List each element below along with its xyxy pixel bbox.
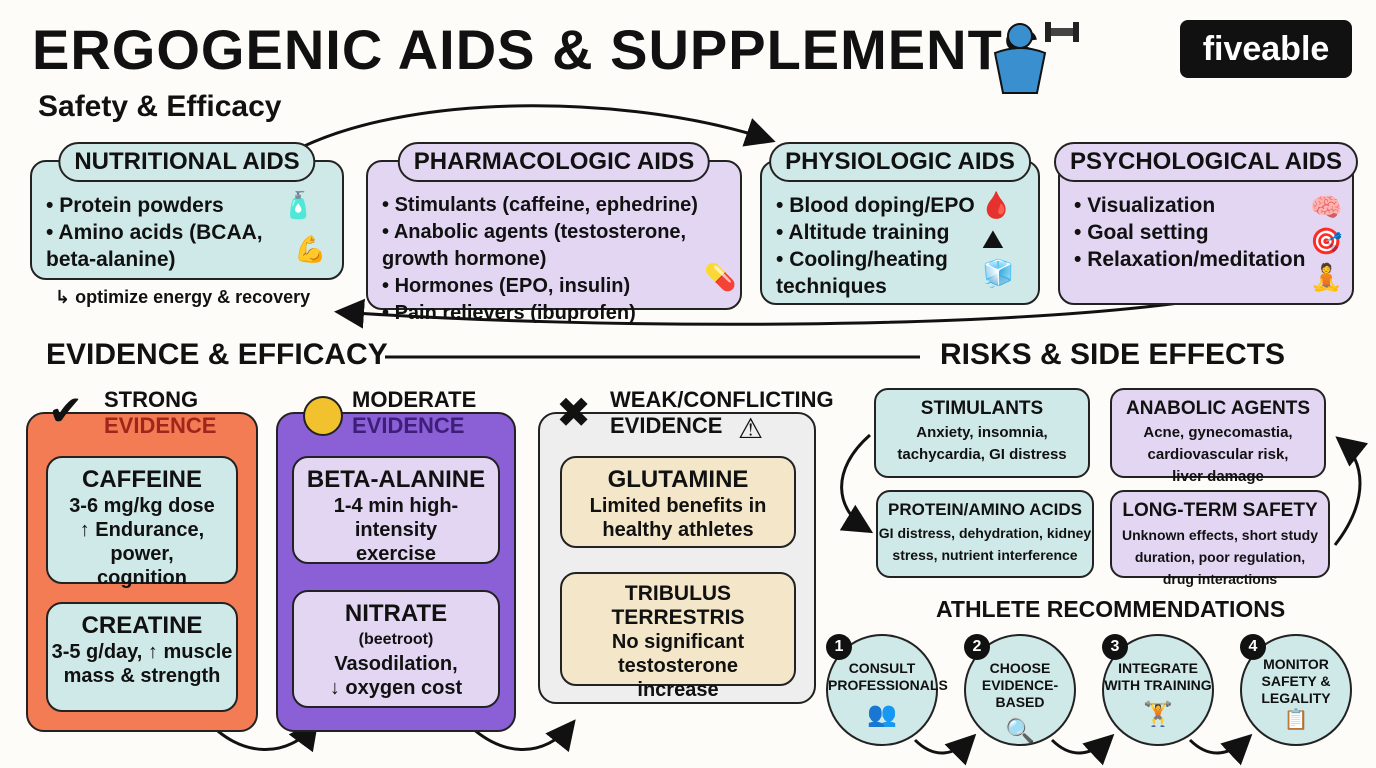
list-item: Blood doping/EPO [776, 192, 976, 219]
flexed-arm-icon: 💪 [294, 234, 327, 264]
clipboard-icon: 📋 [1283, 709, 1309, 731]
x-mark-icon: ✖ [556, 389, 592, 436]
fiveable-logo: fiveable [1180, 20, 1352, 78]
checkmark-icon: ✔ [48, 387, 84, 434]
page-subtitle: Safety & Efficacy [38, 90, 282, 123]
list-item: Hormones (EPO, insulin) [382, 273, 732, 300]
dumbbell-plate-icon: 🏋 [1143, 701, 1173, 728]
magnifier-check-icon: 🔍 [1005, 718, 1035, 745]
target-icon: 🎯 [1310, 226, 1343, 256]
moderate-circle-icon [303, 396, 343, 436]
risk-protein-card: PROTEIN/AMINO ACIDS GI distress, dehydra… [876, 490, 1094, 578]
physiologic-aids-card: PHYSIOLOGIC AIDS Blood doping/EPO Altitu… [760, 142, 1040, 305]
card-title: PHARMACOLOGIC AIDS [397, 142, 711, 182]
nutritional-note: ↳ optimize energy & recovery [55, 287, 311, 307]
list-item: Visualization [1074, 192, 1314, 219]
ice-cube-icon: 🧊 [982, 258, 1015, 288]
list-item: Altitude training [776, 219, 976, 246]
list-item: Cooling/heating techniques [776, 246, 976, 300]
nutritional-aids-card: NUTRITIONAL AIDS Protein powders Amino a… [30, 142, 344, 280]
step-number: 2 [964, 634, 990, 660]
risk-longterm-card: LONG-TERM SAFETY Unknown effects, short … [1110, 490, 1330, 587]
beta-alanine-card: BETA-ALANINE 1-4 min high-intensity exer… [292, 456, 500, 565]
page-title: ERGOGENIC AIDS & SUPPLEMENTS [32, 18, 1042, 81]
list-item: Anabolic agents (testosterone, growth ho… [382, 219, 732, 273]
nitrate-card: NITRATE (beetroot) Vasodilation, ↓ oxyge… [292, 590, 500, 708]
list-item: Protein powders [46, 192, 266, 219]
tribulus-card: TRIBULUS TERRESTRIS No significant testo… [560, 572, 796, 701]
list-item: Relaxation/meditation [1074, 246, 1314, 273]
meditation-icon: 🧘 [1310, 262, 1343, 292]
step-number: 3 [1102, 634, 1128, 660]
psychological-aids-card: PSYCHOLOGICAL AIDS Visualization Goal se… [1053, 142, 1359, 305]
risks-section-title: RISKS & SIDE EFFECTS [940, 338, 1286, 371]
pill-icon: 💊 [704, 262, 737, 292]
brain-icon: 🧠 [1310, 192, 1343, 222]
risk-anabolic-card: ANABOLIC AGENTS Acne, gynecomastia, card… [1110, 388, 1326, 485]
list-item: Amino acids (BCAA, beta-alanine) [46, 219, 266, 273]
blood-bag-icon: 🩸 [980, 190, 1013, 220]
pharmacologic-aids-card: PHARMACOLOGIC AIDS Stimulants (caffeine,… [366, 142, 742, 324]
card-title: PSYCHOLOGICAL AIDS [1053, 142, 1359, 182]
protein-jar-icon: 🧴 [282, 190, 315, 220]
evidence-section-title: EVIDENCE & EFFICACY [46, 338, 388, 371]
consult-icon: 👥 [867, 701, 897, 728]
step-number: 1 [826, 634, 852, 660]
caffeine-card: CAFFEINE 3-6 mg/kg dose ↑ Endurance, pow… [46, 456, 238, 589]
risk-stimulants-card: STIMULANTS Anxiety, insomnia, tachycardi… [874, 388, 1090, 478]
card-title: PHYSIOLOGIC AIDS [769, 142, 1031, 182]
step-number: 4 [1240, 634, 1266, 660]
list-item: Pain relievers (ibuprofen) [382, 300, 732, 327]
recommendations-title: ATHLETE RECOMMENDATIONS [936, 596, 1286, 622]
creatine-card: CREATINE 3-5 g/day, ↑ muscle mass & stre… [46, 602, 238, 712]
list-item: Stimulants (caffeine, ephedrine) [382, 192, 732, 219]
flexing-athlete-dumbbell-icon [975, 18, 1085, 103]
mountain-icon: ⛰ [982, 224, 1004, 254]
list-item: Goal setting [1074, 219, 1314, 246]
card-title: NUTRITIONAL AIDS [58, 142, 316, 182]
glutamine-card: GLUTAMINE Limited benefits in healthy at… [560, 456, 796, 548]
warning-icon: ⚠ [738, 413, 764, 444]
